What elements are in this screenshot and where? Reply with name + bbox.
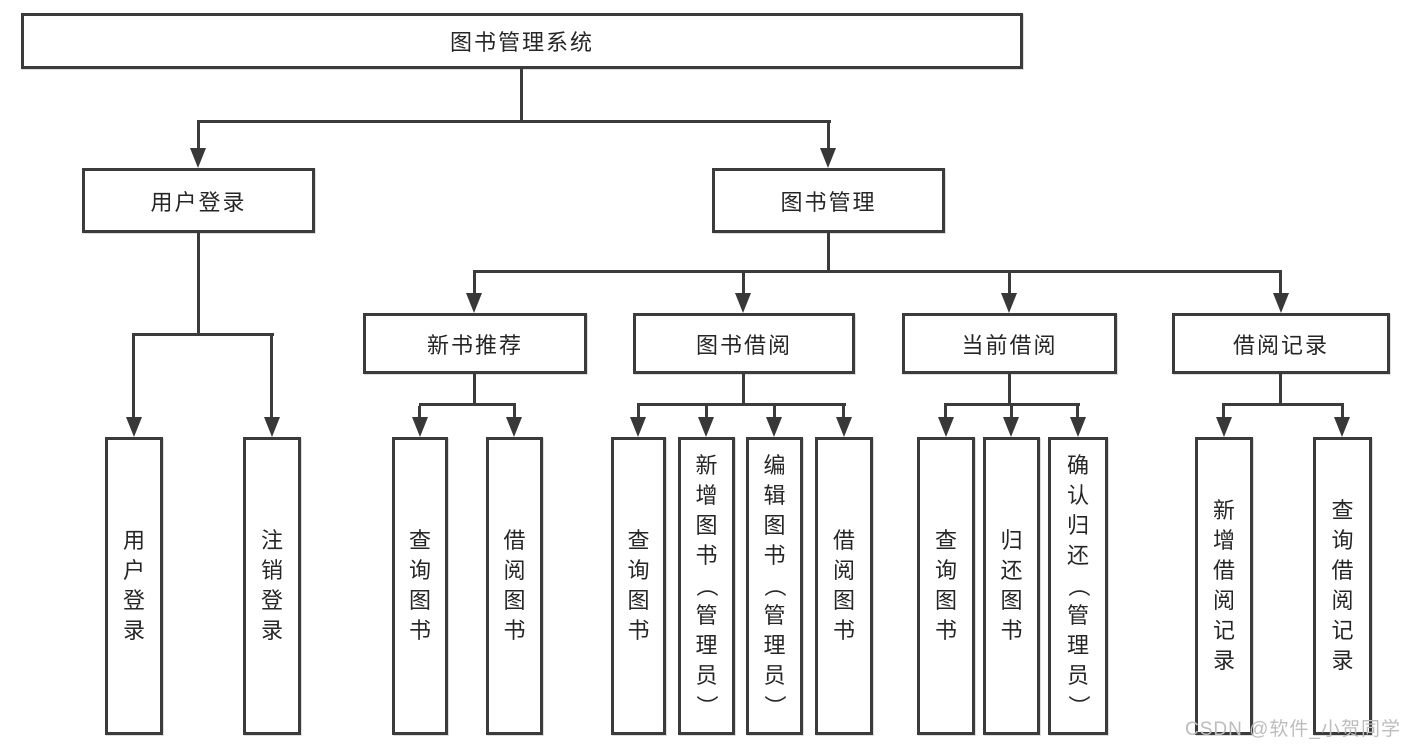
edge-drop-book-mgmt: [827, 123, 830, 148]
edge-book-bar: [473, 270, 1282, 273]
leaf-query-books-3-label: 查询图书: [934, 528, 957, 643]
arrowhead-icon: [1273, 293, 1289, 313]
leaf-query-books-2: 查询图书: [611, 437, 666, 735]
leaf-add-books-admin-label: 新增图书（管理员）: [694, 453, 720, 718]
edge-root-stem: [520, 69, 523, 123]
edge-drop-leaf: [1076, 406, 1079, 417]
edge-drop-current-borrow: [1008, 273, 1011, 293]
arrowhead-icon: [264, 417, 280, 437]
leaf-confirm-return-admin: 确认归还（管理员）: [1048, 437, 1108, 735]
leaf-return-books-label: 归还图书: [1000, 528, 1023, 643]
edge-bookborrow-stem: [742, 374, 745, 403]
arrowhead-icon: [1003, 417, 1019, 437]
node-current-borrow: 当前借阅: [902, 313, 1117, 374]
arrowhead-icon: [1334, 417, 1350, 437]
arrowhead-icon: [1216, 417, 1232, 437]
arrowhead-icon: [766, 417, 782, 437]
leaf-borrow-books-2: 借阅图书: [815, 437, 873, 735]
leaf-logout-label: 注销登录: [260, 528, 283, 643]
edge-borrowrecords-bar: [1222, 403, 1344, 406]
node-book-mgmt-label: 图书管理: [780, 189, 877, 215]
leaf-return-books: 归还图书: [983, 437, 1040, 735]
edge-drop-leaf: [944, 406, 947, 417]
node-new-books-label: 新书推荐: [426, 332, 523, 358]
leaf-add-borrow-record: 新增借阅记录: [1195, 437, 1253, 735]
node-root: 图书管理系统: [21, 13, 1023, 69]
edge-drop-logout-leaf: [270, 336, 273, 417]
node-root-label: 图书管理系统: [449, 30, 594, 55]
leaf-query-books-1: 查询图书: [392, 437, 448, 735]
leaf-add-books-admin: 新增图书（管理员）: [678, 437, 735, 735]
leaf-logout: 注销登录: [243, 437, 301, 735]
node-current-borrow-label: 当前借阅: [961, 332, 1058, 358]
leaf-borrow-books-1: 借阅图书: [486, 437, 543, 735]
leaf-query-books-1-label: 查询图书: [408, 528, 431, 643]
edge-bookborrow-bar: [637, 403, 846, 406]
arrowhead-icon: [820, 148, 836, 168]
csdn-watermark: CSDN @软件_小贺同学: [1185, 719, 1401, 740]
node-book-borrow: 图书借阅: [633, 313, 855, 374]
edge-newbooks-stem: [473, 374, 476, 403]
arrowhead-icon: [836, 417, 852, 437]
arrowhead-icon: [190, 148, 206, 168]
leaf-edit-books-admin: 编辑图书（管理员）: [746, 437, 803, 735]
edge-drop-login-leaf: [132, 336, 135, 417]
arrowhead-icon: [466, 293, 482, 313]
edge-drop-leaf: [773, 406, 776, 417]
arrowhead-icon: [126, 417, 142, 437]
leaf-user-login: 用户登录: [105, 437, 163, 735]
arrowhead-icon: [938, 417, 954, 437]
edge-drop-leaf: [1341, 406, 1344, 417]
arrowhead-icon: [412, 417, 428, 437]
node-book-borrow-label: 图书借阅: [695, 332, 792, 358]
leaf-borrow-books-2-label: 借阅图书: [832, 528, 855, 643]
leaf-confirm-return-admin-label: 确认归还（管理员）: [1065, 453, 1091, 718]
leaf-query-books-2-label: 查询图书: [627, 528, 650, 643]
arrowhead-icon: [630, 417, 646, 437]
leaf-user-login-label: 用户登录: [122, 528, 145, 643]
edge-drop-leaf: [705, 406, 708, 417]
edge-drop-leaf: [637, 406, 640, 417]
edge-currentborrow-bar: [944, 403, 1080, 406]
node-borrow-records-label: 借阅记录: [1232, 332, 1329, 358]
edge-user-bar: [132, 333, 274, 336]
edge-drop-leaf: [842, 406, 845, 417]
arrowhead-icon: [698, 417, 714, 437]
leaf-query-borrow-record-label: 查询借阅记录: [1331, 498, 1354, 673]
node-user-login-label: 用户登录: [150, 189, 247, 215]
leaf-query-borrow-record: 查询借阅记录: [1313, 437, 1372, 735]
edge-drop-new-books: [473, 273, 476, 293]
node-new-books: 新书推荐: [363, 313, 587, 374]
edge-book-stem: [827, 233, 830, 273]
edge-root-bar: [197, 120, 831, 123]
edge-currentborrow-stem: [1008, 374, 1011, 403]
edge-drop-borrow-records: [1279, 273, 1282, 293]
edge-drop-user-login: [197, 123, 200, 148]
node-borrow-records: 借阅记录: [1172, 313, 1390, 374]
leaf-edit-books-admin-label: 编辑图书（管理员）: [762, 453, 788, 718]
arrowhead-icon: [506, 417, 522, 437]
edge-drop-book-borrow: [742, 273, 745, 293]
edge-newbooks-bar: [419, 403, 516, 406]
edge-borrowrecords-stem: [1279, 374, 1282, 403]
arrowhead-icon: [735, 293, 751, 313]
arrowhead-icon: [1001, 293, 1017, 313]
node-user-login: 用户登录: [82, 168, 315, 233]
leaf-borrow-books-1-label: 借阅图书: [503, 528, 526, 643]
edge-drop-leaf: [1222, 406, 1225, 417]
arrowhead-icon: [1070, 417, 1086, 437]
leaf-add-borrow-record-label: 新增借阅记录: [1212, 498, 1235, 673]
edge-drop-leaf: [418, 406, 421, 417]
leaf-query-books-3: 查询图书: [917, 437, 975, 735]
edge-drop-leaf: [513, 406, 516, 417]
node-book-mgmt: 图书管理: [712, 168, 945, 233]
edge-drop-leaf: [1010, 406, 1013, 417]
edge-user-stem: [197, 233, 200, 333]
